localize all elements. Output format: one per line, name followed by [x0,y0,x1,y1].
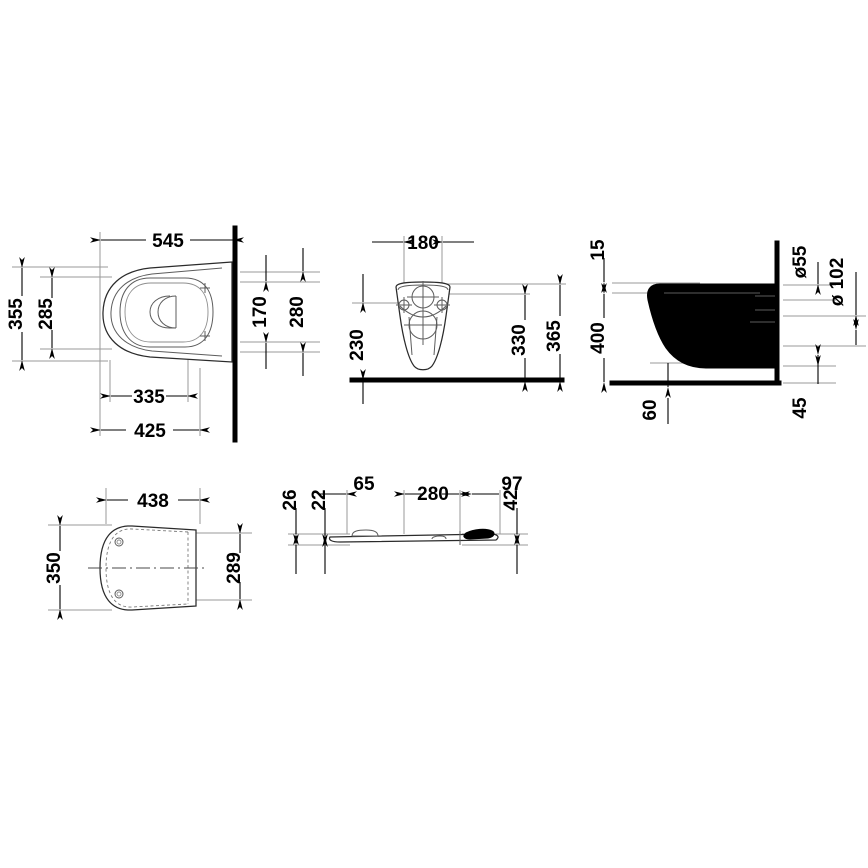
dimension-label-15: 15 [588,239,609,261]
dimension-280-seat: 280 [394,484,470,505]
dimension-285: 285 [36,267,57,359]
dimension-label-280-top: 280 [287,296,308,328]
dimension-60: 60 [640,363,671,424]
dimension-97: 97 [461,474,523,497]
dimension-label-26: 26 [280,489,301,510]
dimension-label-42: 42 [501,489,522,510]
dimension-45: 45 [790,355,821,419]
dimension-label-97: 97 [501,474,522,495]
bolt-mark-left-front [396,297,412,313]
dimension-42: 42 [501,489,522,574]
dimension-335: 335 [100,387,198,408]
dimension-180: 180 [372,233,474,254]
dimension-280-top: 280 [287,248,308,376]
front-view-group: 180 230 330 365 [347,233,566,404]
seat-side-view-group: 26 22 65 280 97 [280,474,528,574]
dimension-label-289: 289 [224,552,245,584]
dimension-label-365: 365 [544,320,565,352]
seat-hinge-holes [114,537,124,599]
flush-circle-front [404,306,442,345]
dimension-label-60: 60 [640,399,661,420]
dimension-label-355: 355 [6,298,27,330]
dimension-289: 289 [224,523,245,610]
dimension-65: 65 [320,474,375,497]
dimension-label-330: 330 [509,324,530,356]
dimension-350: 350 [44,515,65,620]
dimension-26: 26 [280,489,301,574]
dimension-365: 365 [544,274,565,392]
bolt-mark-right-front [434,297,450,313]
dimension-230: 230 [347,274,368,404]
dimension-545: 545 [90,231,244,252]
dimension-15: 15 [588,239,609,293]
dimension-d55: ø55 [790,245,821,366]
front-view-extension-lines [352,236,566,304]
seat-profile-outline [328,528,499,545]
dimension-438: 438 [96,491,210,512]
dimension-330: 330 [509,284,530,392]
dimension-22: 22 [309,489,330,574]
dimension-400: 400 [588,283,609,393]
dimension-label-438: 438 [137,491,169,512]
dimension-label-65: 65 [353,474,375,495]
dimension-label-180: 180 [407,233,439,254]
dimension-label-230: 230 [347,329,368,361]
dimension-170: 170 [250,255,271,369]
dimension-label-545: 545 [152,231,184,252]
fixing-point-marks-top [200,283,210,341]
dimension-label-350: 350 [44,552,65,584]
dimension-label-285: 285 [36,298,57,330]
side-view-group: 15 400 60 ø55 [588,239,866,424]
dimension-label-335: 335 [133,387,165,408]
dimension-label-425: 425 [134,421,166,442]
seat-top-view-group: 438 350 289 [44,488,252,620]
dimension-label-22: 22 [309,489,330,510]
dimension-label-d102: ø 102 [827,258,848,307]
seat-plan-outline [88,525,208,611]
dimension-425: 425 [90,421,210,442]
dimension-label-400: 400 [588,322,609,354]
dimension-355: 355 [6,257,27,371]
toilet-side-section [647,283,777,369]
top-view-group: 545 355 285 335 [6,225,320,443]
dimension-d102: ø 102 [827,258,859,345]
toilet-plan-outline [102,261,233,363]
dimension-label-170: 170 [250,296,271,328]
dimension-label-280-seat: 280 [417,484,449,505]
dimension-label-d55: ø55 [790,245,811,278]
dimension-label-45: 45 [790,397,811,419]
top-view-extension-lines [12,228,320,436]
